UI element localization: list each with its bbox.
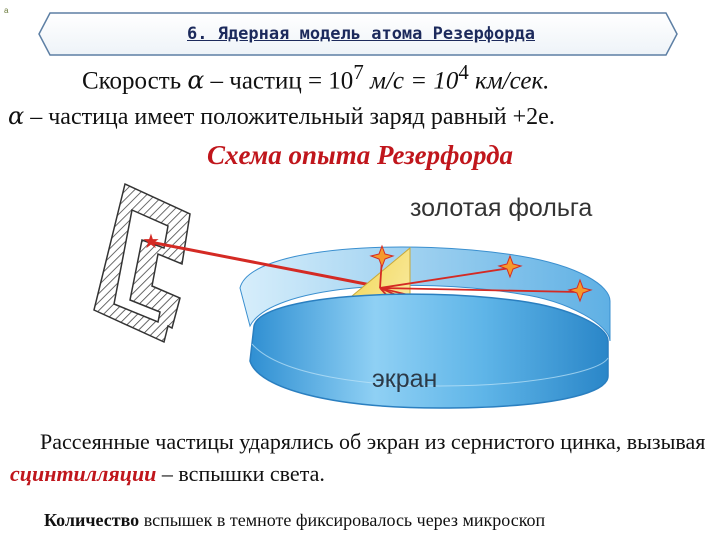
- alpha-symbol: α: [187, 65, 205, 95]
- source-star-icon: ★: [142, 229, 160, 253]
- title-banner: 6. Ядерная модель атома Резерфорда: [38, 12, 678, 56]
- speed-line: Скорость α – частиц = 107 м/с = 104 км/с…: [82, 60, 549, 95]
- speed-unit-1: м/с = 10: [363, 67, 459, 95]
- speed-unit-2: км/сек.: [468, 67, 550, 95]
- alpha-symbol: α: [8, 102, 25, 130]
- scheme-title: Схема опыта Резерфорда: [206, 140, 514, 170]
- paragraph-1-part-1: Рассеянные частицы ударялись об экран из…: [40, 429, 706, 454]
- radioactive-source-block: [93, 182, 191, 344]
- screen-front-band: [249, 293, 609, 409]
- scintillation-flashes: [369, 244, 593, 303]
- rutherford-diagram: ★ золотая фольга экран: [80, 176, 635, 412]
- alpha-beam: [149, 240, 377, 288]
- speed-middle: – частиц = 10: [210, 67, 354, 95]
- charge-text: – частица имеет положительный заряд равн…: [24, 104, 555, 130]
- title-banner-frame: [38, 12, 678, 56]
- screen-back-wall: [239, 246, 611, 342]
- microscope-paragraph: Количество вспышек в темноте фиксировало…: [44, 510, 545, 531]
- paragraph-1-part-2: – вспышки света.: [156, 461, 325, 486]
- paragraph-2-bold: Количество: [44, 510, 140, 530]
- speed-prefix: Скорость: [82, 67, 182, 95]
- speed-exponent-2: 4: [458, 60, 469, 84]
- charge-line: α – частица имеет положительный заряд ра…: [8, 102, 555, 131]
- rutherford-diagram-graphic: ★: [93, 182, 611, 409]
- screen-label: экран: [372, 365, 438, 393]
- paragraph-2-rest: вспышек в темноте фиксировалось через ми…: [139, 510, 546, 530]
- slide-title: 6. Ядерная модель атома Резерфорда: [187, 24, 535, 44]
- speed-exponent-1: 7: [353, 60, 364, 84]
- scattering-paragraph: Рассеянные частицы ударялись об экран из…: [10, 426, 715, 490]
- corner-mark: a: [4, 6, 9, 15]
- gold-foil-label: золотая фольга: [410, 194, 593, 222]
- scintillation-term: сцинтилляции: [10, 461, 157, 486]
